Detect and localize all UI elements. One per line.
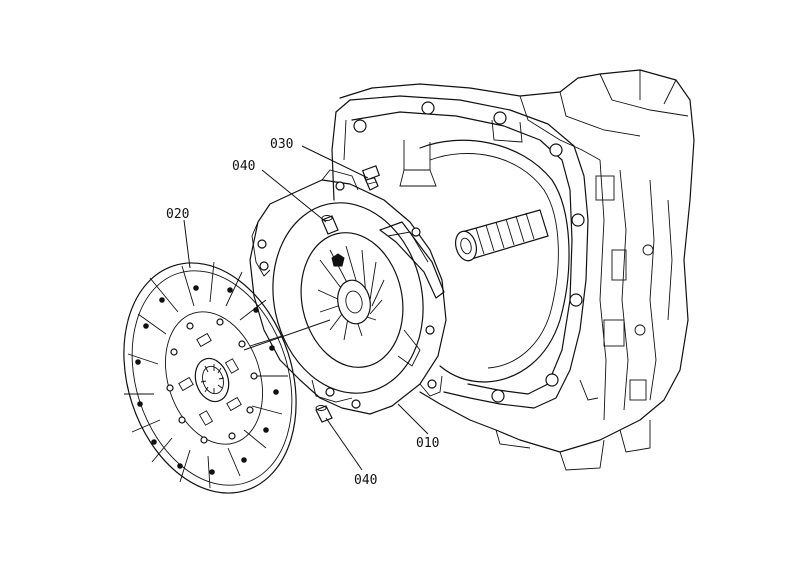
label-040-lower: 040 <box>354 473 377 488</box>
clutch-disc <box>123 261 297 494</box>
label-030: 030 <box>270 137 293 152</box>
dowel-pin-upper <box>321 215 339 235</box>
leader-040-upper <box>261 169 327 223</box>
label-040-upper: 040 <box>232 159 255 174</box>
label-010: 010 <box>416 436 439 451</box>
leader-020-hub <box>243 319 331 351</box>
input-shaft <box>454 209 549 262</box>
leader-010 <box>397 403 429 435</box>
part-labels: 030 040 020 010 040 <box>166 137 439 488</box>
leader-040-lower <box>325 417 363 471</box>
clutch-cover-assembly <box>249 169 447 415</box>
leader-030 <box>301 145 369 179</box>
dowel-pin-lower <box>315 405 333 423</box>
label-020: 020 <box>166 207 189 222</box>
leader-lines <box>183 145 429 471</box>
leader-020 <box>183 219 191 269</box>
cover-bolt-030 <box>361 165 381 191</box>
transmission-housing <box>331 69 695 471</box>
